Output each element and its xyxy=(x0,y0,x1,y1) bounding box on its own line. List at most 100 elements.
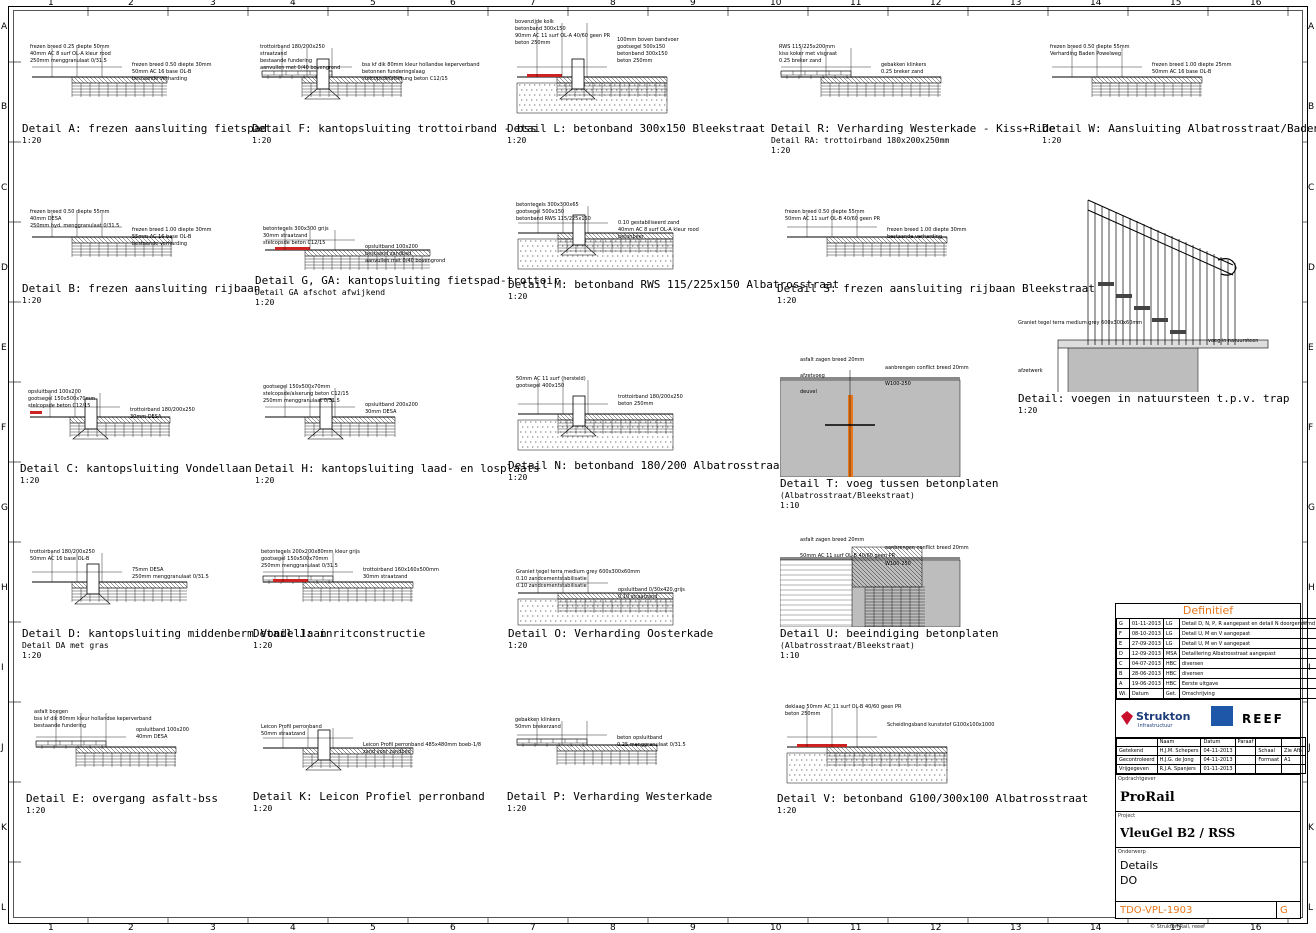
detail-drawing xyxy=(780,370,961,477)
detail-caption: Detail G, GA: kantopsluiting fietspad-tr… xyxy=(255,274,560,287)
annotation: 90mm AC 11 surf OL-A 40/60 geen PR xyxy=(515,33,611,39)
detail-caption: Detail P: Verharding Westerkade xyxy=(507,790,713,803)
annotation: gootsegel 150x500x70mm xyxy=(261,556,329,562)
detail-drawing xyxy=(786,708,948,784)
annotation: Verharding Baden Powelweg xyxy=(1050,51,1122,57)
column-number: 5 xyxy=(370,0,376,8)
annotation: stelcopsde/alserung beton C12/15 xyxy=(362,76,448,82)
column-number: 14 xyxy=(1090,0,1102,8)
row-letter: K xyxy=(1,823,7,833)
annotation: frezen breed 0.50 diepte 55mm xyxy=(30,209,110,215)
row-letter: G xyxy=(1,503,8,513)
strukton-logo: Strukton xyxy=(1136,710,1191,723)
detail-scale: 1:20 xyxy=(508,641,528,650)
detail-scale: 1:20 xyxy=(777,806,797,815)
detail-caption: Detail K: Leicon Profiel perronband xyxy=(253,790,485,803)
annotation: 40mm AC 8 surf OL-A kleur rood xyxy=(618,227,699,233)
annotation: afzetvoeg xyxy=(800,373,825,379)
annotation: gootsegel 400x150 xyxy=(516,383,565,389)
detail-drawing xyxy=(265,230,431,270)
column-number: 12 xyxy=(930,0,942,8)
annotation: voeg in natuursteen xyxy=(1208,338,1259,344)
annotation: deuvel xyxy=(800,389,817,395)
detail-scale: 1:20 xyxy=(255,298,275,307)
column-number: 13 xyxy=(1010,923,1022,933)
annotation: beton 250mm xyxy=(618,401,654,407)
detail-drawing xyxy=(35,713,177,767)
annotation: betontegels 300x300 grijs xyxy=(263,226,329,232)
signature-paraaf xyxy=(1234,764,1257,774)
project-name: VleuGel B2 / RSS xyxy=(1120,826,1236,840)
detail-drawing xyxy=(517,206,674,270)
inner-frame xyxy=(13,10,1303,918)
annotation: asfalt zagen breed 20mm xyxy=(800,537,865,543)
detail-caption: Detail: voegen in natuursteen t.p.v. tra… xyxy=(1018,392,1290,405)
outer-frame xyxy=(8,6,1308,924)
row-letter: J xyxy=(1,743,4,753)
annotation: 0.10 gestabiliseerd zand xyxy=(618,220,680,226)
annotation: frezen breed 1.00 diepte 30mm xyxy=(887,227,967,233)
row-letter: B xyxy=(1,102,8,112)
detail-scale: 1:10 xyxy=(780,501,800,510)
row-letter: L xyxy=(1,903,7,913)
column-number: 10 xyxy=(770,0,782,8)
detail-scale: 1:20 xyxy=(507,136,527,145)
annotation: 50mm AC 11 surf OL-B 40/60 geen PR xyxy=(800,553,896,559)
annotation: opsluitband 0/30x420,grijs xyxy=(618,587,685,593)
detail-scale: 1:20 xyxy=(22,651,42,660)
column-number: 12 xyxy=(930,923,942,933)
detail-scale: 1:20 xyxy=(508,292,528,301)
detail-drawing xyxy=(780,48,942,97)
detail-drawing xyxy=(1057,199,1269,392)
strukton-logo-sub: Infrastructuur xyxy=(1138,723,1173,729)
annotation: 30mm DESA xyxy=(365,409,397,415)
annotation: 0.25 breker zand xyxy=(881,69,924,75)
annotation: 0.10 zandcementstabilisatie xyxy=(516,583,587,589)
detail-caption: Detail W: Aansluiting Albatrosstraat/Bad… xyxy=(1042,122,1316,135)
detail-scale: 1:20 xyxy=(253,641,273,650)
annotation: aanbrengen conflict breed 20mm xyxy=(885,365,969,371)
detail-drawing xyxy=(30,393,171,440)
column-number: 9 xyxy=(690,923,696,933)
column-number: 3 xyxy=(210,923,216,933)
annotation: 0.25 menggranulaat 0/31.5 xyxy=(617,742,686,748)
annotation: beton 250mm xyxy=(617,58,653,64)
column-number: 4 xyxy=(290,923,296,933)
detail-scale: 1:20 xyxy=(1018,406,1038,415)
detail-caption: Detail V: betonband G100/300x100 Albatro… xyxy=(777,792,1089,805)
detail-scale: 1:20 xyxy=(20,476,40,485)
annotation: bestaande verharding xyxy=(132,241,188,247)
column-number: 10 xyxy=(770,923,782,933)
row-letter: J xyxy=(1308,743,1311,753)
detail-drawing xyxy=(517,380,674,451)
row-letter: A xyxy=(1,22,8,32)
annotation: gebakken klinkers xyxy=(515,717,561,723)
footer-copyright: © Strukton Rail, reeef xyxy=(1150,924,1205,930)
annotation: bestaande fundering xyxy=(260,58,313,64)
column-number: 15 xyxy=(1170,0,1182,8)
detail-scale: 1:20 xyxy=(771,146,791,155)
annotation: frezen breed 0.25 diepte 50mm xyxy=(30,44,110,50)
annotation: W100-250 xyxy=(885,381,911,387)
annotation: 30mm straatzand xyxy=(363,574,408,580)
annotation: opsluitband 200x200 xyxy=(365,402,418,408)
detail-drawing xyxy=(780,546,961,627)
annotation: gootsegel 500x150 xyxy=(516,209,565,215)
detail-caption: Detail N: betonband 180/200 Albatrosstra… xyxy=(508,459,787,472)
detail-drawing xyxy=(787,213,948,257)
annotation: 0.25 breker zand xyxy=(779,58,822,64)
annotation: gebakken klinkers xyxy=(881,62,927,68)
detail-subcaption: Detail RA: trottoirband 180x200x250mm xyxy=(771,136,950,145)
column-number: 1 xyxy=(48,923,54,933)
